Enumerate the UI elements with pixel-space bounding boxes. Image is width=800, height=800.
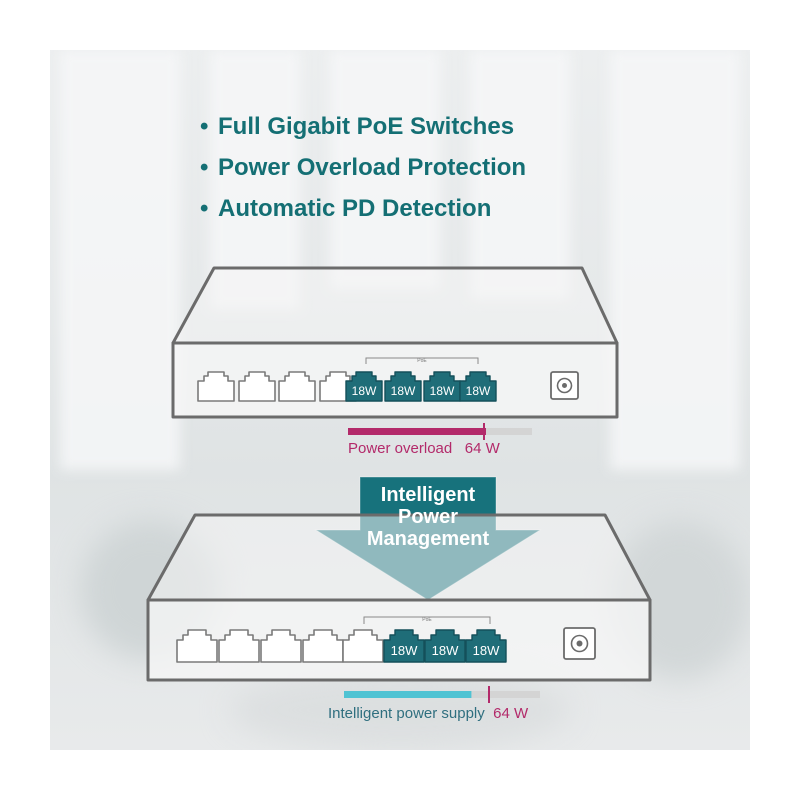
- ethernet-port-icon: [342, 629, 384, 663]
- poe-port-wattage: 18W: [466, 384, 491, 398]
- feature-item: Full Gigabit PoE Switches: [200, 106, 526, 147]
- bottom-poe-label: PoE: [422, 617, 432, 623]
- poe-port-icon: [424, 629, 466, 663]
- top-poe-ports: [345, 371, 497, 402]
- overload-bar: [348, 423, 532, 440]
- poe-port-icon: [383, 629, 425, 663]
- ethernet-port-icon: [197, 371, 235, 402]
- feature-item: Automatic PD Detection: [200, 188, 526, 229]
- ethernet-port-icon: [176, 629, 218, 663]
- overload-label: Power overload 64 W: [348, 440, 500, 457]
- poe-port-icon: [465, 629, 507, 663]
- poe-port-wattage: 18W: [391, 643, 418, 658]
- poe-port-icon: [459, 371, 497, 402]
- poe-port-wattage: 18W: [430, 384, 455, 398]
- bottom-poe-ports: [383, 629, 507, 663]
- top-plain-ports: [197, 371, 357, 402]
- feature-list: Full Gigabit PoE Switches Power Overload…: [200, 106, 526, 229]
- power-jack-icon: [550, 371, 579, 400]
- power-jack-icon: [563, 627, 596, 660]
- poe-port-wattage: 18W: [473, 643, 500, 658]
- poe-port-wattage: 18W: [391, 384, 416, 398]
- supply-label: Intelligent power supply 64 W: [328, 705, 529, 722]
- arrow-caption: Intelligent Power Management: [366, 484, 490, 550]
- supply-bar: [344, 686, 540, 703]
- ethernet-port-icon: [302, 629, 344, 663]
- poe-port-wattage: 18W: [432, 643, 459, 658]
- bottom-poe-bracket: [363, 616, 491, 624]
- ethernet-port-icon: [278, 371, 316, 402]
- feature-item: Power Overload Protection: [200, 147, 526, 188]
- poe-port-icon: [345, 371, 383, 402]
- ethernet-port-icon: [218, 629, 260, 663]
- poe-port-icon: [384, 371, 422, 402]
- top-poe-label: PoE: [417, 358, 427, 364]
- ethernet-port-icon: [260, 629, 302, 663]
- supply-value: 64 W: [493, 705, 529, 722]
- bottom-plain-ports: [176, 629, 384, 663]
- overload-value: 64 W: [464, 440, 500, 457]
- poe-port-wattage: 18W: [352, 384, 377, 398]
- ethernet-port-icon: [238, 371, 276, 402]
- top-poe-bracket: [365, 357, 479, 364]
